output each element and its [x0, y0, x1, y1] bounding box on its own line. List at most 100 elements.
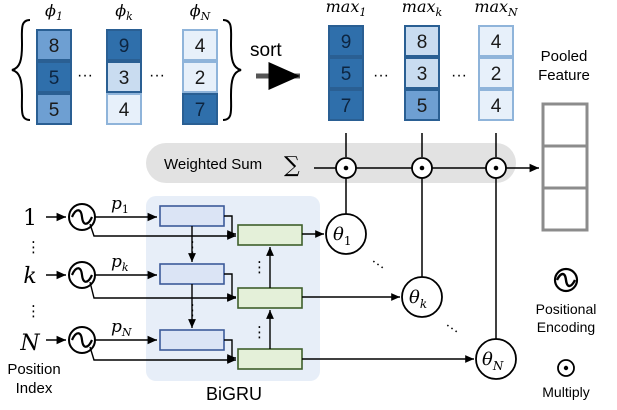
p-label-1: p1	[111, 194, 129, 216]
position-index-line1: Position	[7, 361, 60, 378]
phi-N-column: ϕN 4 2 7	[182, 1, 218, 125]
pooled-feature-line2: Feature	[538, 67, 590, 84]
bigru-label: BiGRU	[206, 384, 262, 404]
max-k-value-0: 8	[417, 32, 428, 53]
right-brace	[222, 19, 242, 121]
legend-positional-encoding-icon	[553, 267, 579, 293]
gru-backward-cell-k	[237, 287, 303, 309]
phi-1-value-0: 8	[49, 36, 60, 57]
phi-1-cell-1	[36, 61, 72, 93]
phi-k-value-0: 9	[119, 36, 130, 57]
phi-k-column: ϕk 9 3 4	[106, 1, 142, 125]
max-1-value-0: 9	[341, 32, 352, 53]
index-vdots-2: ⋮	[26, 303, 41, 320]
sigma-symbol: ∑	[284, 153, 300, 178]
left-brace	[11, 19, 31, 121]
max-k-header: maxk	[402, 0, 443, 19]
index-vdots-1: ⋮	[26, 239, 41, 256]
weighted-sum-label: Weighted Sum	[164, 156, 262, 173]
phi-k-header: ϕk	[115, 1, 133, 23]
max-k-cell-2	[404, 89, 440, 121]
position-index-N: N	[19, 331, 40, 356]
fwd-vdots-1: ⋮	[185, 239, 200, 256]
position-index-1: 1	[23, 206, 37, 231]
gru-backward-cell-N	[237, 348, 303, 370]
gru-forward-cell-k	[159, 263, 225, 285]
max-k-value-2: 5	[417, 96, 428, 117]
phi-N-value-0: 4	[195, 36, 206, 57]
phi-1-header: ϕ1	[45, 1, 63, 23]
theta-dots-1: ···	[367, 253, 389, 276]
theta-dots-2: ···	[441, 317, 463, 340]
max-k-column: maxk 8 3 5	[402, 0, 443, 121]
bwd-vdots-1: ⋮	[252, 324, 267, 341]
legend-multiply-icon	[557, 359, 575, 377]
max-k-value-1: 3	[417, 64, 428, 85]
phi-N-cell-2	[182, 93, 218, 125]
theta-node-k	[401, 276, 443, 318]
phi-1-cell-2	[36, 93, 72, 125]
legend-positional-line1: Positional	[536, 301, 597, 317]
multiply-node-N	[485, 157, 507, 179]
phi-N-cell-1	[182, 61, 218, 93]
max-1-cell-0	[328, 25, 364, 57]
max-1-value-1: 5	[341, 64, 352, 85]
p-label-N: pN	[111, 317, 132, 339]
sort-label: sort	[250, 40, 282, 61]
max-N-value-1: 2	[491, 64, 502, 85]
max-k-cell-1	[404, 57, 440, 89]
max-ellipsis-2: ···	[451, 67, 467, 84]
phi-k-value-2: 4	[119, 100, 130, 121]
theta-k-label: θk	[409, 287, 427, 311]
phi-1-cell-0	[36, 29, 72, 61]
position-index-line2: Index	[16, 380, 53, 397]
phi-N-header: ϕN	[190, 1, 211, 23]
max-N-cell-1	[478, 57, 514, 89]
max-1-header: max1	[326, 0, 367, 19]
pooled-feature-line1: Pooled	[541, 48, 588, 65]
phi-k-cell-1	[106, 61, 142, 93]
fwd-vdots-2: ⋮	[185, 302, 200, 319]
p-label-k: pk	[111, 252, 129, 274]
max-N-header: maxN	[474, 0, 518, 19]
phi-ellipsis-1: ···	[77, 67, 93, 84]
phi-N-value-2: 7	[195, 100, 206, 121]
max-1-value-2: 7	[341, 96, 352, 117]
enc-branch-k	[89, 281, 236, 302]
theta-N-label: θN	[482, 349, 504, 373]
phi-k-value-1: 3	[119, 68, 130, 89]
max-ellipsis-1: ···	[373, 67, 389, 84]
phi-1-value-2: 5	[49, 100, 60, 121]
phi-k-cell-0	[106, 29, 142, 61]
phi-ellipsis-2: ···	[149, 67, 165, 84]
max-sets: max1 9 5 7 maxk 8 3 5 maxN 4 2 4	[326, 0, 518, 121]
gru-backward-cell-1	[237, 224, 303, 246]
max-N-cell-2	[478, 89, 514, 121]
theta-node-1	[325, 213, 367, 255]
pooled-feature-stack	[541, 102, 589, 232]
legend-multiply-label: Multiply	[542, 384, 589, 400]
max-N-value-0: 4	[491, 32, 502, 53]
max-N-column: maxN 4 2 4	[474, 0, 518, 121]
max-N-cell-0	[478, 25, 514, 57]
max-1-column: max1 9 5 7	[326, 0, 367, 121]
gru-forward-cell-1	[159, 205, 225, 227]
phi-k-cell-2	[106, 93, 142, 125]
theta-1-label: θ1	[333, 224, 351, 248]
multiply-node-1	[335, 157, 357, 179]
max-1-cell-2	[328, 89, 364, 121]
enc-branch-N	[89, 346, 236, 364]
enc-branch-1	[89, 223, 236, 240]
position-index-k: k	[23, 264, 36, 289]
phi-N-cell-0	[182, 29, 218, 61]
max-1-cell-1	[328, 57, 364, 89]
theta-node-N	[475, 338, 517, 380]
legend-positional-line2: Encoding	[537, 319, 595, 335]
max-N-value-2: 4	[491, 96, 502, 117]
phi-N-value-1: 2	[195, 68, 206, 89]
max-k-cell-0	[404, 25, 440, 57]
